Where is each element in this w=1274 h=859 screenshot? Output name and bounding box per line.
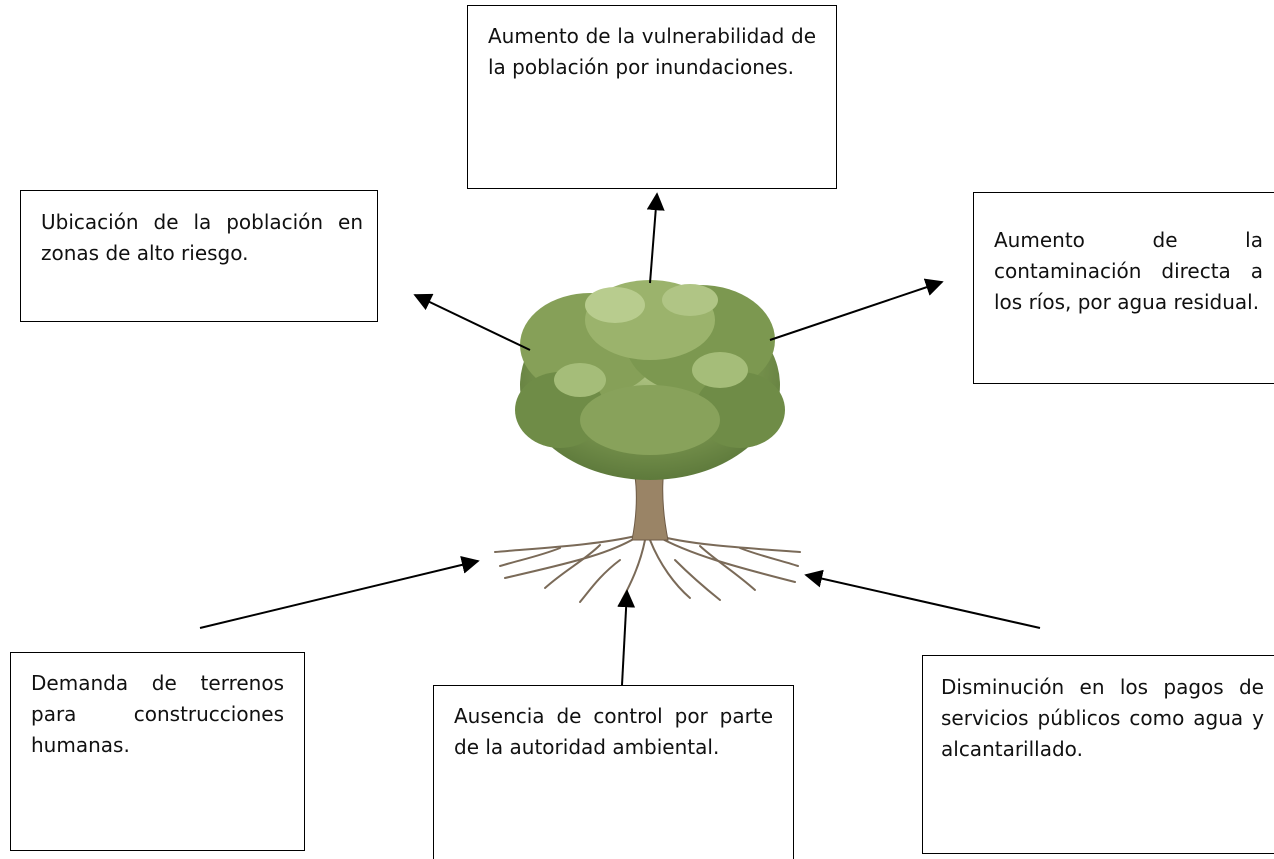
cause-bottom-left-text: Demanda de terrenos para construcciones … [31, 671, 284, 757]
effect-right-text: Aumento de la contaminación directa a lo… [994, 228, 1263, 314]
cause-box-bottom-left: Demanda de terrenos para construcciones … [10, 652, 305, 851]
effect-left-text: Ubicación de la población en zonas de al… [41, 210, 363, 265]
effect-box-right: Aumento de la contaminación directa a lo… [973, 192, 1274, 384]
cause-box-bottom-right: Disminución en los pagos de servicios pú… [922, 655, 1274, 854]
cause-box-bottom-middle: Ausencia de control por parte de la auto… [433, 685, 794, 859]
tree-icon [494, 280, 801, 603]
tree-roots [494, 534, 801, 603]
effect-box-top: Aumento de la vulnerabilidad de la pobla… [467, 5, 837, 189]
arrow-from-bottom-middle [617, 589, 636, 686]
arrow-from-bottom-left [199, 556, 480, 629]
cause-bottom-right-text: Disminución en los pagos de servicios pú… [941, 675, 1264, 761]
arrows [199, 192, 1041, 686]
arrow-to-left-box [413, 293, 531, 351]
arrow-to-right-box [769, 278, 944, 341]
tree-canopy [515, 280, 785, 480]
cause-bottom-middle-text: Ausencia de control por parte de la auto… [454, 704, 773, 759]
arrow-to-top-box [646, 192, 665, 284]
arrow-from-bottom-right [804, 569, 1041, 629]
effect-box-left: Ubicación de la población en zonas de al… [20, 190, 378, 322]
effect-top-text: Aumento de la vulnerabilidad de la pobla… [488, 24, 816, 79]
